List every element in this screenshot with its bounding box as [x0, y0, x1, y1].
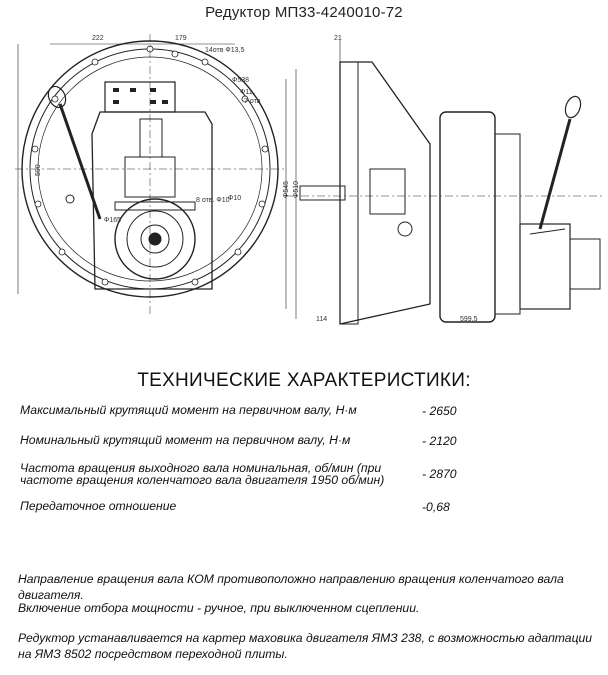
technical-drawing: 222 179 14отв Ф13,5 Ф538 Ф11 7 отв 590 Ф…: [15, 34, 605, 325]
dim-8holes: 8 отв. Ф10: [196, 197, 230, 204]
spec-value: - 2870: [422, 467, 457, 481]
dim-114: 114: [316, 316, 327, 323]
dim-holes: 14отв Ф13,5: [205, 47, 244, 54]
document-title: Редуктор МП33-4240010-72: [205, 4, 403, 21]
note-engagement: Включение отбора мощности - ручное, при …: [18, 601, 420, 615]
side-view: [285, 40, 605, 325]
note-rotation: Направление вращения вала КОМ противопол…: [18, 572, 564, 602]
spec-label: Максимальный крутящий момент на первично…: [20, 403, 357, 417]
dim-d165: Ф165: [104, 217, 121, 224]
note-mounting: Редуктор устанавливается на картер махов…: [18, 631, 593, 661]
front-view: [15, 34, 285, 314]
dim-d10: Ф10: [228, 195, 241, 202]
dim-d545: Ф545: [283, 181, 290, 198]
spec-value: -0,68: [422, 500, 450, 514]
dim-222: 222: [92, 35, 104, 42]
dim-590: 590: [35, 164, 42, 176]
spec-label: Частота вращения выходного вала номиналь…: [20, 461, 385, 487]
specs-heading: ТЕХНИЧЕСКИЕ ХАРАКТЕРИСТИКИ:: [137, 370, 471, 391]
dim-d11: Ф11: [240, 89, 253, 96]
spec-value: - 2120: [422, 434, 457, 448]
spec-label: Передаточное отношение: [20, 499, 177, 513]
dim-length: 599,5: [460, 316, 478, 323]
dim-7holes: 7 отв: [244, 98, 261, 105]
dim-21: 21: [334, 35, 342, 42]
spec-value: - 2650: [422, 404, 457, 418]
dim-d510: Ф510: [293, 181, 300, 198]
dim-d538: Ф538: [232, 77, 249, 84]
dim-179: 179: [175, 35, 187, 42]
spec-label: Номинальный крутящий момент на первичном…: [20, 433, 351, 447]
